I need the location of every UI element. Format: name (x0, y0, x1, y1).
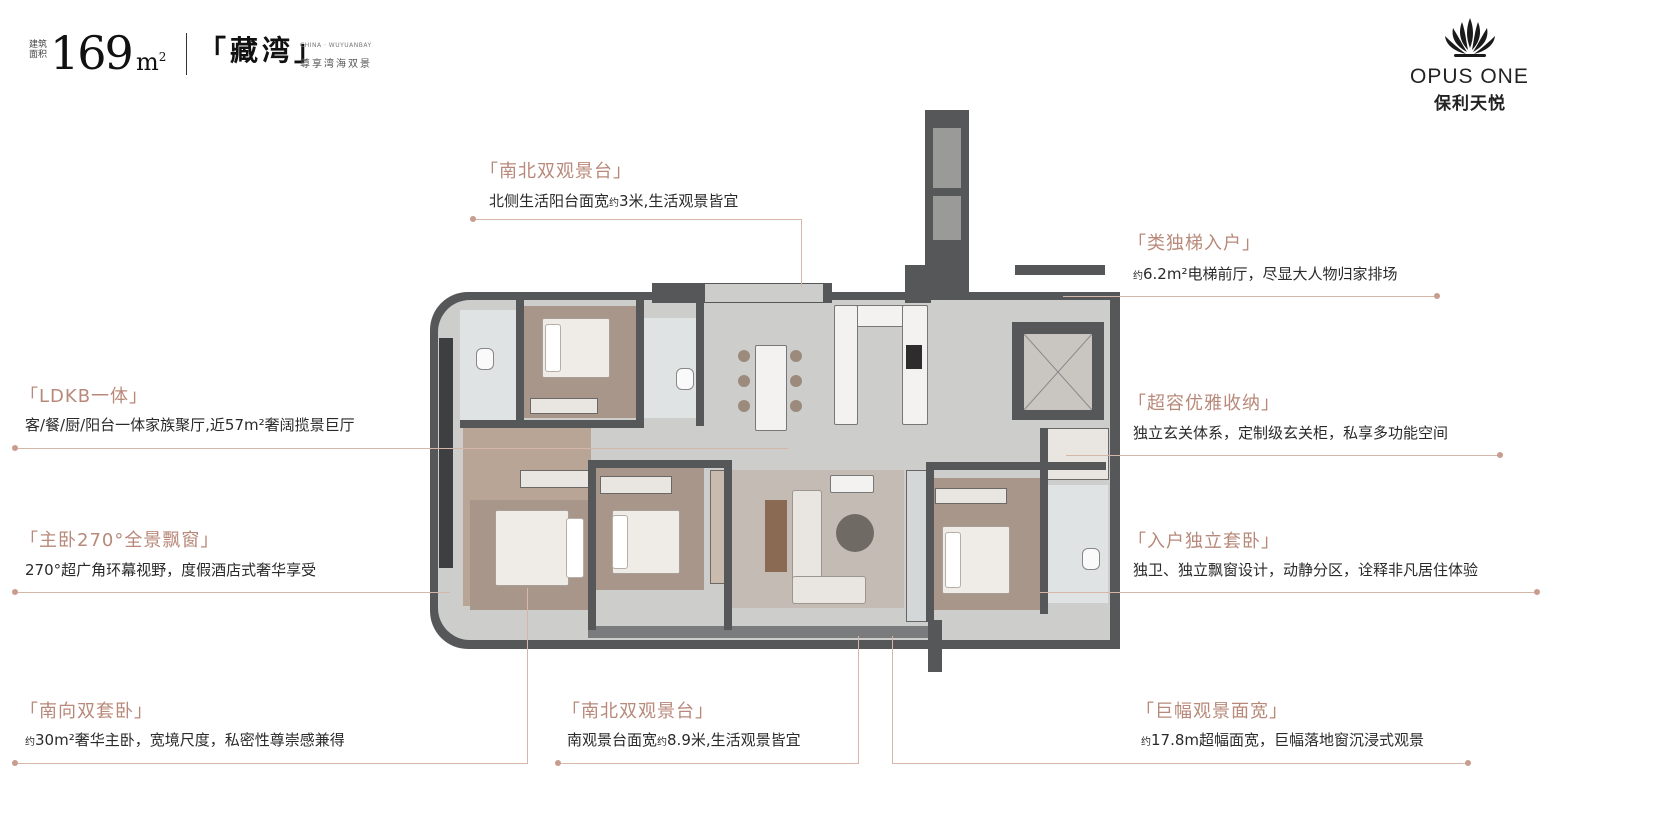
shaft-mid (933, 196, 961, 240)
leader-line (858, 636, 859, 764)
chair (738, 400, 750, 412)
leader-line (892, 763, 1466, 764)
callout-title: 「LDKB一体」 (20, 386, 149, 407)
leader-line (1066, 455, 1498, 456)
project-name-en: CHINA · WUYUANBAY (300, 42, 372, 49)
leader-dot (555, 760, 561, 766)
leader-dot (1534, 589, 1540, 595)
leader-dot (12, 445, 18, 451)
inner-wall (724, 460, 732, 630)
pillow-south (612, 515, 628, 569)
callout-desc: 客/餐/厨/阳台一体家族聚厅,近57m²奢阔揽景巨厅 (25, 416, 355, 434)
north-balcony-floor (705, 284, 823, 302)
chair (738, 350, 750, 362)
chair (790, 375, 802, 387)
leader-dot (470, 216, 476, 222)
leader-line (1063, 296, 1435, 297)
closet-south (600, 476, 672, 494)
inner-wall (596, 460, 724, 468)
bathroom-entry-suite (1046, 485, 1108, 603)
lobby-wall (1015, 265, 1105, 275)
leader-line (476, 219, 802, 220)
header-divider (186, 33, 187, 75)
callout-desc: 约30m²奢华主卧，宽境尺度，私密性尊崇感兼得 (25, 731, 345, 749)
inner-wall (636, 300, 644, 428)
leader-line (561, 763, 859, 764)
south-balcony-rail (588, 626, 930, 638)
entry-suite-pillow (945, 532, 961, 588)
inner-wall (926, 462, 934, 622)
callout-desc: 南观景台面宽约8.9米,生活观景皆宜 (567, 731, 801, 749)
callout-desc: 约6.2m²电梯前厅，尽显大人物归家排场 (1133, 265, 1398, 283)
leader-line (892, 636, 893, 764)
leader-dot (1497, 452, 1503, 458)
logo-name-cn: 保利天悦 (1434, 94, 1506, 114)
leader-dot (12, 589, 18, 595)
callout-title: 「巨幅观景面宽」 (1136, 701, 1288, 722)
lotus-crown-icon (1445, 18, 1495, 57)
leader-dot (1465, 760, 1471, 766)
leader-line (18, 592, 450, 593)
cooktop (906, 345, 922, 369)
chair (790, 350, 802, 362)
chair (790, 400, 802, 412)
sofa-bottom (792, 576, 866, 604)
elevator-cross (1024, 334, 1092, 410)
toilet-n (676, 368, 694, 390)
area-label: 建筑 面积 (28, 40, 47, 60)
callout-desc: 约17.8m超幅面宽，巨幅落地窗沉浸式观景 (1141, 731, 1425, 749)
dining-table (755, 345, 787, 431)
leader-line (18, 448, 788, 449)
leader-dot (12, 760, 18, 766)
master-pillow (566, 518, 584, 578)
callout-title: 「南向双套卧」 (20, 701, 153, 722)
kitchen-counter-left (834, 305, 858, 425)
callout-title: 「南北双观景台」 (562, 701, 714, 722)
inner-wall (1040, 428, 1048, 614)
chair (738, 375, 750, 387)
callout-title: 「超容优雅收纳」 (1128, 393, 1280, 414)
south-fin (928, 620, 942, 672)
master-bed (495, 510, 569, 586)
callout-title: 「主卧270°全景飘窗」 (20, 530, 220, 551)
leader-dot (1434, 293, 1440, 299)
inner-wall (516, 300, 524, 428)
shaft-step (905, 265, 931, 303)
leader-line (801, 219, 802, 287)
project-name: 「藏湾」 (198, 34, 327, 67)
entry-suite-closet (935, 488, 1007, 504)
inner-wall (926, 462, 1106, 470)
area-value: 169 (50, 26, 134, 80)
callout-title: 「南北双观景台」 (480, 161, 632, 182)
side-desk (765, 500, 787, 572)
callout-desc: 270°超广角环幕视野，度假酒店式奢华享受 (25, 561, 317, 579)
callout-title: 「入户独立套卧」 (1128, 531, 1280, 552)
logo-name-en: OPUS ONE (1410, 65, 1529, 88)
tagline: 尊享湾海双景 (300, 59, 372, 70)
tv-cabinet (906, 470, 928, 622)
leader-line (18, 763, 528, 764)
callout-desc: 独卫、独立飘窗设计，动静分区，诠释非凡居住体验 (1133, 561, 1479, 579)
toilet-entry-suite (1082, 548, 1100, 570)
leader-line (527, 588, 528, 764)
left-window (439, 338, 453, 568)
area-unit: m2 (136, 48, 167, 76)
toilet-nw (476, 348, 494, 370)
callout-title: 「类独梯入户」 (1128, 233, 1261, 254)
master-closet (520, 470, 594, 488)
leader-line (1040, 592, 1536, 593)
closet-north (530, 398, 598, 414)
shaft-top (933, 128, 961, 188)
callout-desc: 北侧生活阳台面宽约3米,生活观景皆宜 (489, 192, 739, 210)
entry-cabinet (1045, 428, 1109, 480)
inner-wall (696, 300, 704, 426)
pillow-north (545, 324, 561, 372)
coffee-table (836, 514, 874, 552)
callout-desc: 独立玄关体系，定制级玄关柜，私享多功能空间 (1133, 424, 1449, 442)
ottoman (830, 475, 874, 493)
inner-wall (588, 460, 596, 630)
inner-wall (460, 420, 640, 428)
